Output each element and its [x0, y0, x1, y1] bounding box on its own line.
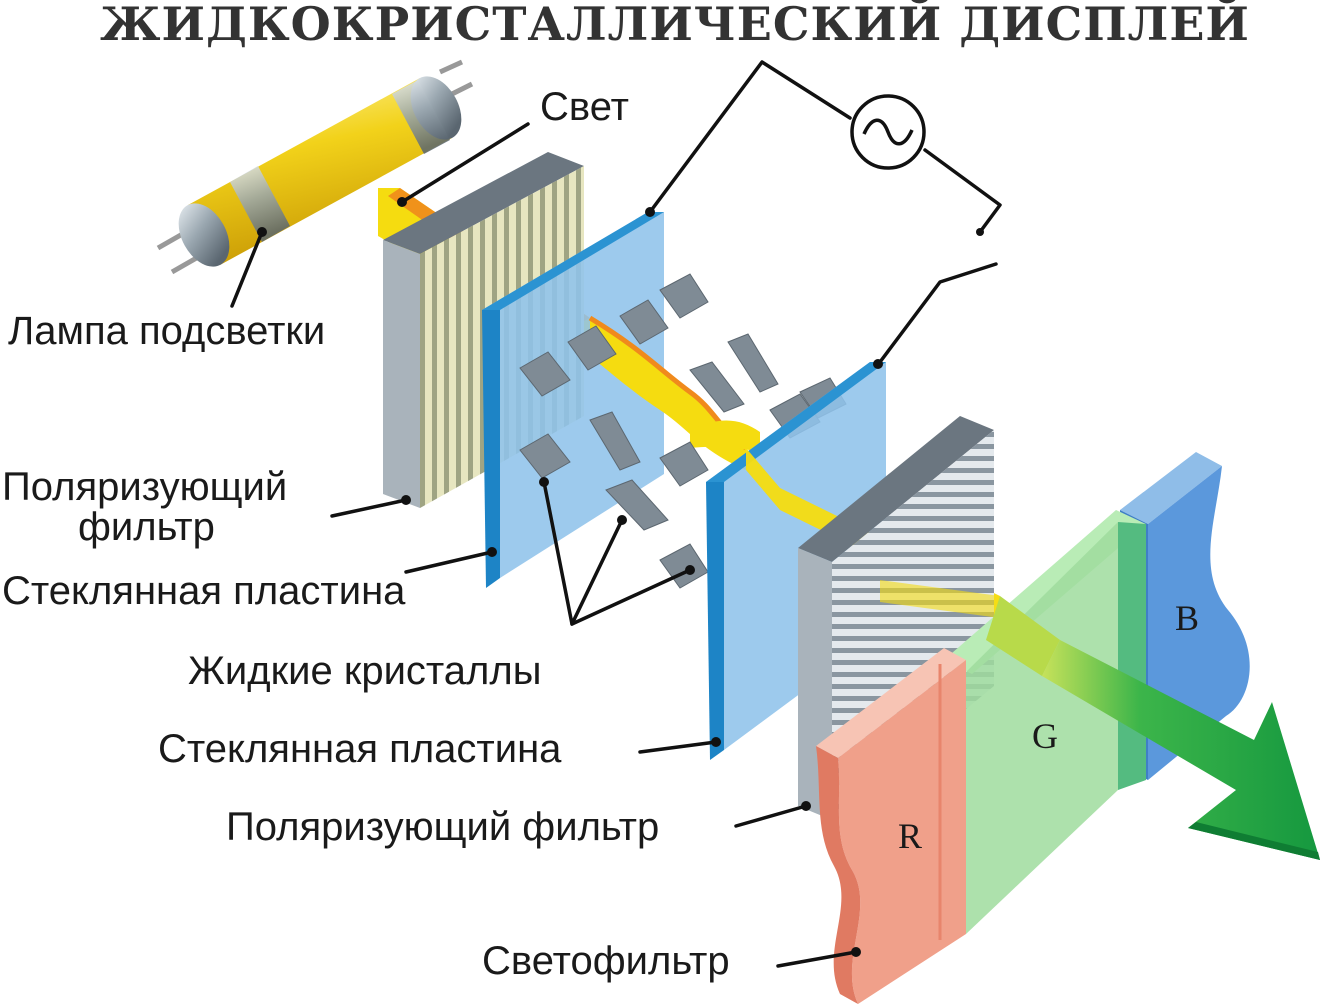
twisted-light-path [588, 315, 760, 470]
channel-r-label: R [898, 816, 922, 856]
liquid-crystals [519, 273, 847, 589]
label-light: Свет [540, 85, 629, 129]
backlight-lamp [156, 59, 474, 275]
ac-circuit [645, 60, 1002, 369]
channel-g-label: G [1032, 716, 1058, 756]
label-liquid-crystals: Жидкие кристаллы [188, 649, 541, 693]
color-filter-red [816, 648, 966, 1004]
diagram-title: ЖИДКОКРИСТАЛЛИЧЕСКИЙ ДИСПЛЕЙ [100, 0, 1250, 51]
label-glass-1: Стеклянная пластина [2, 569, 406, 613]
label-polarizer-2: Поляризующий фильтр [226, 805, 659, 849]
output-arrow [986, 596, 1320, 860]
leader-lines [230, 122, 861, 968]
label-glass-2: Стеклянная пластина [158, 727, 562, 771]
ac-source-icon [850, 94, 926, 170]
label-lamp: Лампа подсветки [8, 309, 325, 353]
light-beam-polarized [880, 580, 1000, 618]
label-polarizer-1-line-2: фильтр [78, 505, 215, 549]
channel-b-label: B [1175, 598, 1199, 638]
label-color-filter: Светофильтр [482, 939, 730, 983]
label-polarizer-1-line-1: Поляризующий [2, 465, 287, 509]
